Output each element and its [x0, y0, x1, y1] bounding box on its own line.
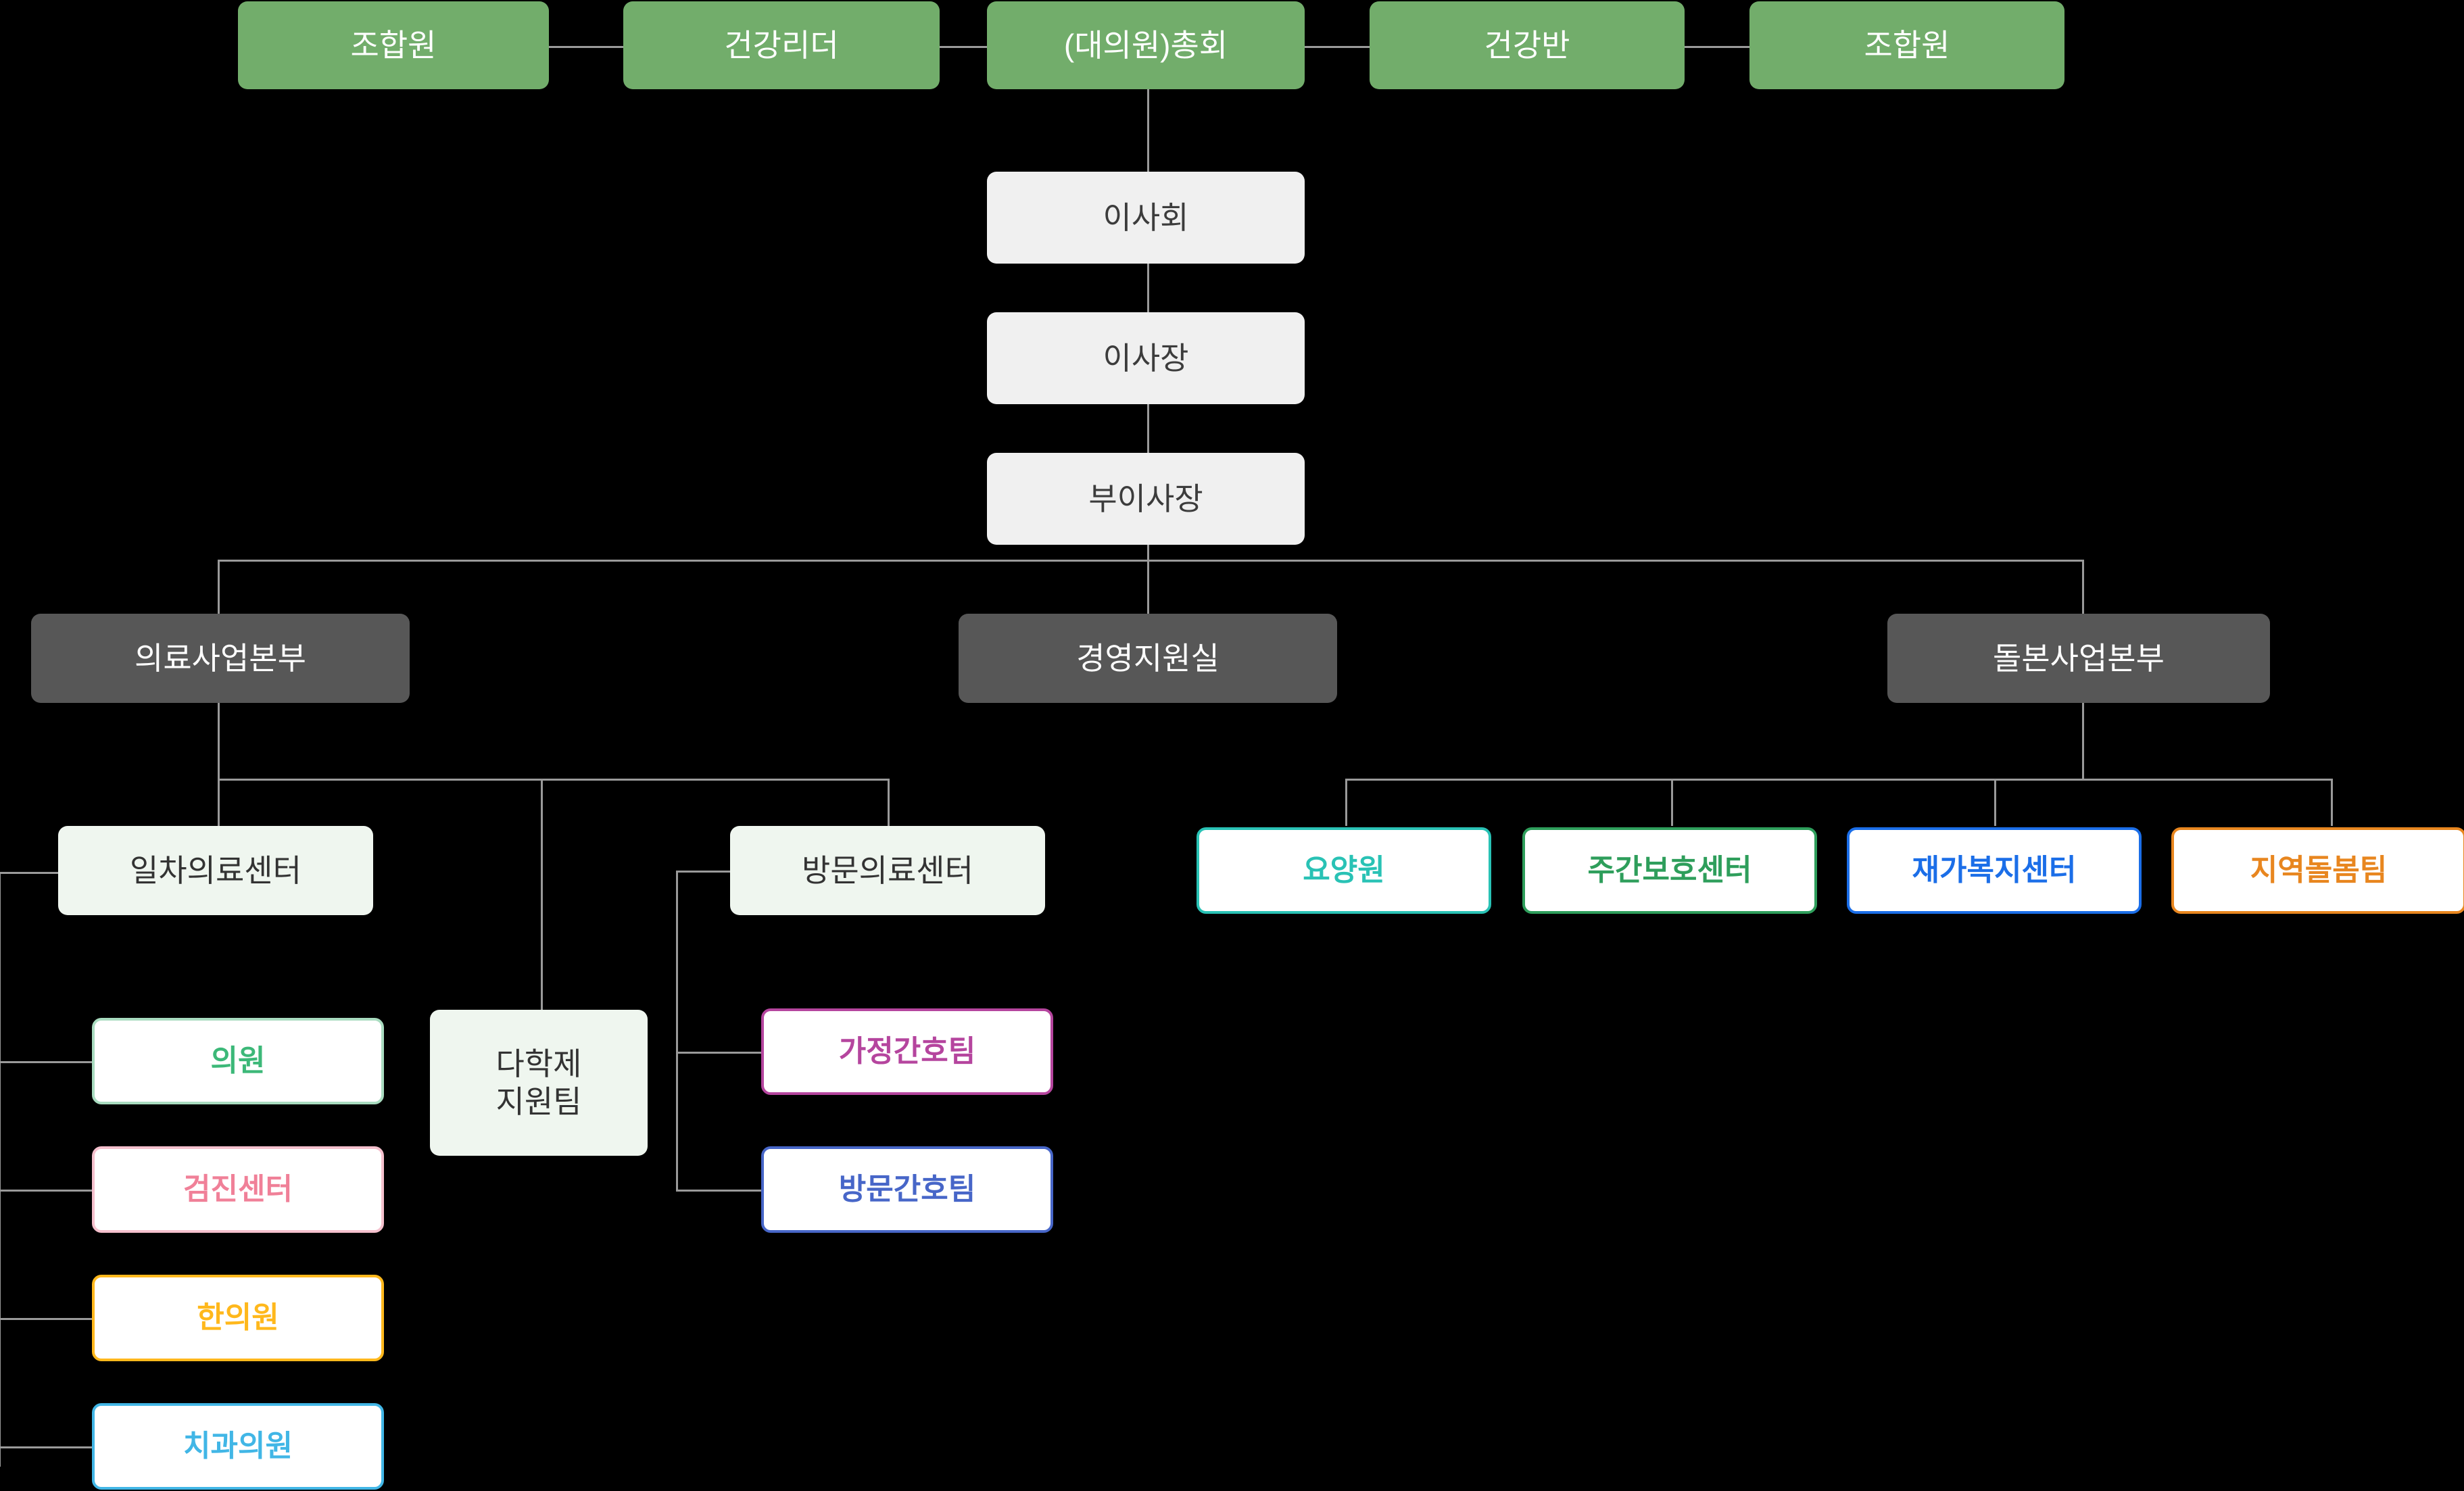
- connector-to-care: [2082, 560, 2084, 629]
- connector-nursing-spine: [676, 871, 678, 1191]
- node-member-left[interactable]: 조합원: [238, 1, 549, 89]
- connector-to-home-welfare: [1994, 779, 1996, 826]
- connector-board-chair: [1147, 264, 1149, 322]
- node-oriental-clinic[interactable]: 한의원: [92, 1275, 384, 1361]
- connector-to-checkup: [0, 1190, 92, 1192]
- connector-to-primary-center: [218, 779, 220, 826]
- connector-to-oriental: [0, 1318, 92, 1320]
- connector-to-nursing-home: [1345, 779, 1347, 826]
- node-home-welfare-center[interactable]: 재가복지센터: [1847, 827, 2142, 914]
- connector-to-home-nursing: [676, 1052, 762, 1054]
- node-medical-division[interactable]: 의료사업본부: [31, 614, 410, 703]
- node-general-meeting[interactable]: (대의원)총회: [987, 1, 1305, 89]
- connector-to-multidisciplinary: [541, 779, 543, 1049]
- connector-home-center-stub: [676, 871, 730, 873]
- connector-to-dental: [0, 1446, 92, 1448]
- connector-to-local-care: [2331, 779, 2333, 826]
- connector-medical-down: [218, 703, 220, 779]
- connector-assembly-3: [1305, 46, 1370, 48]
- node-checkup-center[interactable]: 검진센터: [92, 1146, 384, 1233]
- connector-to-home-center: [888, 779, 890, 826]
- connector-to-daycare: [1671, 779, 1673, 826]
- node-health-leader[interactable]: 건강리더: [623, 1, 940, 89]
- node-home-medical-center[interactable]: 방문의료센터: [730, 826, 1045, 915]
- connector-assembly-1: [549, 46, 623, 48]
- node-day-care-center[interactable]: 주간보호센터: [1522, 827, 1817, 914]
- node-care-division[interactable]: 돌본사업본부: [1887, 614, 2270, 703]
- connector-vice-divisions: [1147, 545, 1149, 629]
- node-board-of-directors[interactable]: 이사회: [987, 172, 1305, 264]
- node-home-nursing-team[interactable]: 가정간호팀: [761, 1008, 1053, 1095]
- connector-medical-bus: [218, 779, 890, 781]
- connector-primary-center-stub: [0, 872, 59, 874]
- node-nursing-home[interactable]: 요양원: [1197, 827, 1491, 914]
- connector-meet-board: [1147, 88, 1149, 172]
- node-health-class[interactable]: 건강반: [1370, 1, 1685, 89]
- node-visit-nursing-team[interactable]: 방문간호팀: [761, 1146, 1053, 1233]
- connector-care-bus: [1345, 779, 2332, 781]
- node-primary-care-center[interactable]: 일차의료센터: [58, 826, 373, 915]
- node-chairman[interactable]: 이사장: [987, 312, 1305, 404]
- connector-assembly-2: [940, 46, 987, 48]
- connector-care-down: [2082, 703, 2084, 779]
- node-clinic[interactable]: 의원: [92, 1018, 384, 1104]
- connector-division-bus: [218, 560, 2083, 562]
- connector-to-clinic: [0, 1061, 92, 1063]
- node-member-right[interactable]: 조합원: [1749, 1, 2064, 89]
- node-vice-chairman[interactable]: 부이사장: [987, 453, 1305, 545]
- connector-assembly-4: [1685, 46, 1749, 48]
- connector-clinic-spine: [0, 872, 1, 1467]
- node-multidisciplinary-team[interactable]: 다학제 지원팀: [430, 1010, 648, 1156]
- node-admin-office[interactable]: 경영지원실: [959, 614, 1337, 703]
- connector-chair-vice: [1147, 404, 1149, 462]
- node-local-care-team[interactable]: 지역돌봄팀: [2171, 827, 2464, 914]
- node-dental-clinic[interactable]: 치과의원: [92, 1403, 384, 1490]
- connector-to-visit-nursing: [676, 1190, 762, 1192]
- connector-to-medical: [218, 560, 220, 629]
